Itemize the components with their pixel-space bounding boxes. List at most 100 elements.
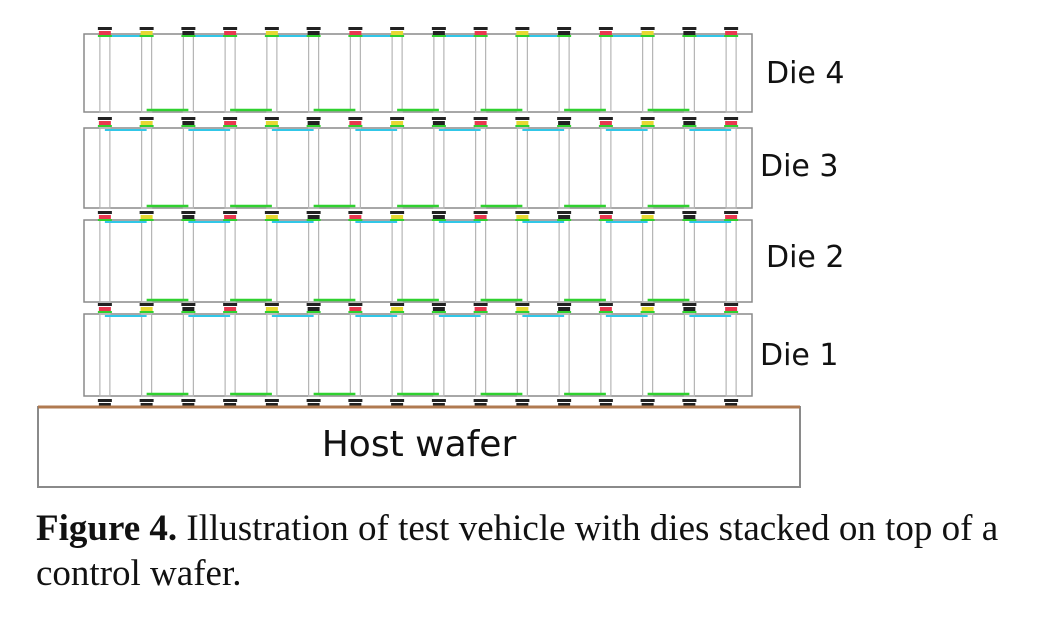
micro-bump <box>349 215 362 219</box>
bump-top <box>682 27 697 30</box>
micro-bump <box>307 215 320 219</box>
micro-bump <box>474 307 487 311</box>
bump-top <box>640 211 655 214</box>
bump-top <box>598 117 613 120</box>
tsv-column <box>725 313 737 397</box>
bump-top <box>181 27 196 30</box>
bump-top <box>181 211 196 214</box>
micro-bump <box>98 121 111 125</box>
micro-bump <box>474 121 487 125</box>
die-body <box>83 33 753 113</box>
micro-bump <box>432 31 445 35</box>
micro-bump <box>391 31 404 35</box>
micro-bump <box>641 215 654 219</box>
bump-top <box>431 211 446 214</box>
micro-bump <box>224 403 237 407</box>
bump-top <box>306 303 321 306</box>
bump-top <box>348 399 363 402</box>
bump-row-3 <box>97 211 739 221</box>
tsv-column <box>600 127 612 209</box>
tsv-column <box>516 313 528 397</box>
micro-bump <box>307 403 320 407</box>
micro-bump <box>432 215 445 219</box>
tsv-column <box>141 313 153 397</box>
bump-row-5 <box>97 27 739 37</box>
bump-top <box>515 117 530 120</box>
bump-top <box>473 27 488 30</box>
tsv-column <box>349 313 361 397</box>
micro-bump <box>683 215 696 219</box>
micro-bump <box>391 121 404 125</box>
micro-bump <box>224 215 237 219</box>
bump-top <box>390 117 405 120</box>
die-4 <box>83 33 753 113</box>
bump-top <box>181 303 196 306</box>
micro-bump <box>98 31 111 35</box>
tsv-column <box>141 127 153 209</box>
bump-top <box>431 303 446 306</box>
host-wafer <box>37 406 801 488</box>
bump-top <box>264 399 279 402</box>
micro-bump <box>599 121 612 125</box>
tsv-column <box>516 127 528 209</box>
micro-bump <box>599 307 612 311</box>
bump-top <box>598 303 613 306</box>
micro-bump <box>349 403 362 407</box>
tsv-column <box>433 127 445 209</box>
micro-bump <box>307 31 320 35</box>
micro-bump <box>140 403 153 407</box>
micro-bump <box>349 31 362 35</box>
tsv-column <box>558 313 570 397</box>
tsv-column <box>475 127 487 209</box>
bump-top <box>97 211 112 214</box>
bump-top <box>348 117 363 120</box>
bump-top <box>724 117 739 120</box>
die-3 <box>83 127 753 209</box>
micro-bump <box>725 403 738 407</box>
bump-top <box>557 303 572 306</box>
bump-top <box>306 399 321 402</box>
bump-top <box>473 303 488 306</box>
bump-top <box>557 117 572 120</box>
micro-bump <box>98 215 111 219</box>
bump-row-2 <box>97 303 739 313</box>
bump-top <box>348 27 363 30</box>
bump-top <box>598 27 613 30</box>
bump-top <box>390 27 405 30</box>
bump-top <box>223 303 238 306</box>
micro-bump <box>432 403 445 407</box>
figure-number: Figure 4. <box>36 508 178 549</box>
micro-bump <box>516 31 529 35</box>
bump-top <box>682 117 697 120</box>
bump-top <box>640 27 655 30</box>
bump-top <box>306 211 321 214</box>
micro-bump <box>641 31 654 35</box>
tsv-column <box>642 127 654 209</box>
bump-top <box>640 399 655 402</box>
micro-bump <box>391 403 404 407</box>
bump-top <box>264 117 279 120</box>
bump-top <box>598 211 613 214</box>
tsv-column <box>642 313 654 397</box>
die-body <box>83 313 753 397</box>
bump-top <box>139 27 154 30</box>
bump-top <box>431 117 446 120</box>
tsv-column <box>433 313 445 397</box>
micro-bump <box>725 307 738 311</box>
bump-top <box>640 117 655 120</box>
bump-top <box>306 27 321 30</box>
bump-top <box>682 303 697 306</box>
bump-top <box>515 399 530 402</box>
micro-bump <box>516 307 529 311</box>
bump-top <box>557 399 572 402</box>
bump-top <box>724 211 739 214</box>
micro-bump <box>349 121 362 125</box>
bump-top <box>682 211 697 214</box>
bump-top <box>97 27 112 30</box>
bump-top <box>390 303 405 306</box>
bump-top <box>682 399 697 402</box>
micro-bump <box>641 403 654 407</box>
bump-top <box>348 211 363 214</box>
micro-bump <box>599 31 612 35</box>
caption-text: Illustration of test vehicle with dies s… <box>36 508 999 594</box>
